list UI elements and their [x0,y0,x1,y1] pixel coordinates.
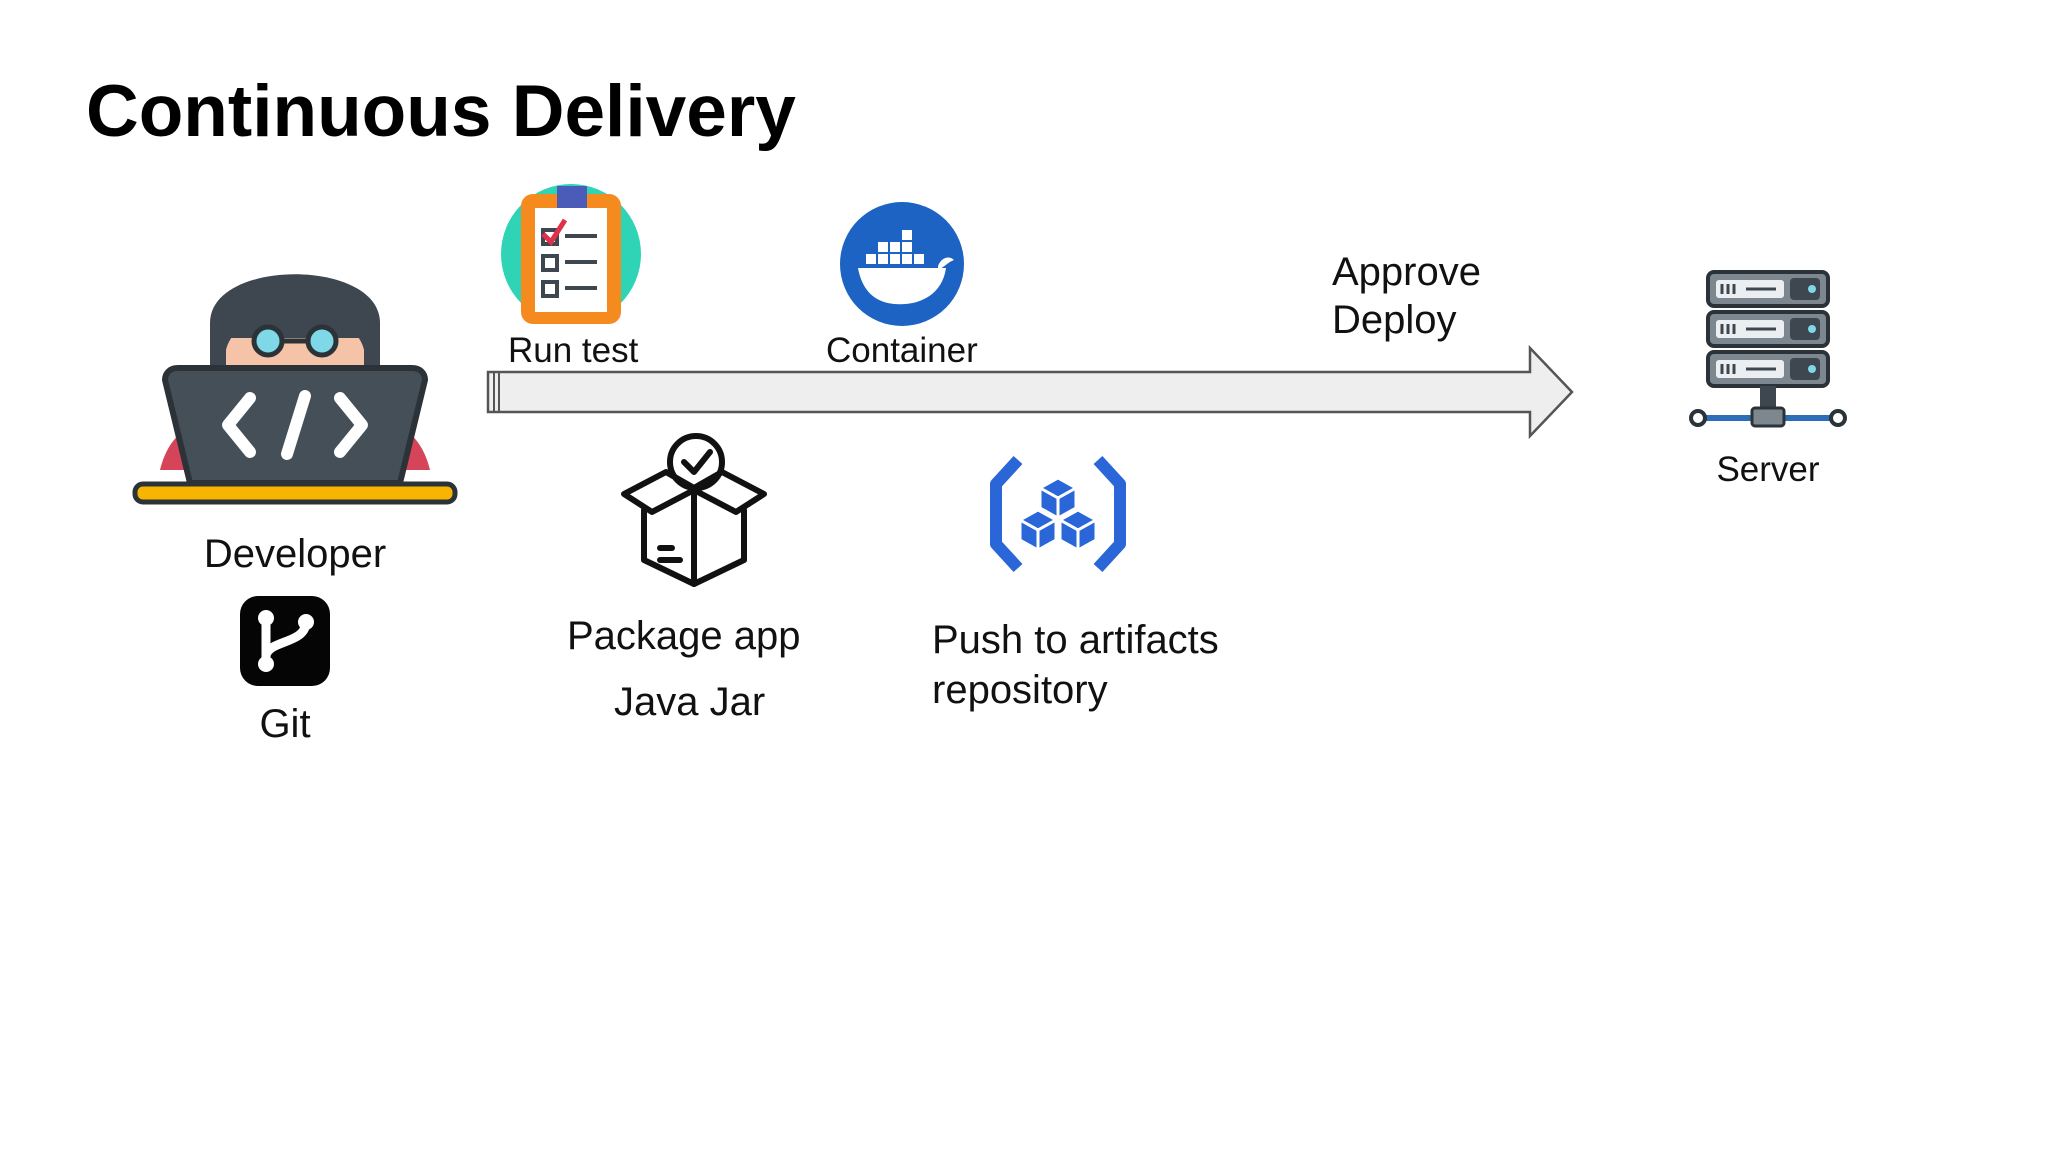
push-artifacts-label-line1: Push to artifacts [932,618,1219,662]
container-label: Container [826,331,978,370]
artifacts-repository-icon [988,454,1128,574]
pipeline-arrow [486,344,1576,440]
java-jar-label: Java Jar [614,680,766,724]
push-artifacts-label-line2: repository [932,668,1108,712]
slide-title: Continuous Delivery [86,71,796,152]
developer-label: Developer [203,532,387,576]
deploy-label: Deploy [1332,298,1457,342]
package-box-icon [614,430,774,590]
server-rack-icon [1688,268,1848,430]
docker-whale-icon [838,200,966,328]
package-app-label: Package app [567,614,801,658]
git-label: Git [259,702,311,746]
server-label: Server [1716,450,1820,489]
run-test-label: Run test [508,331,639,370]
approve-label: Approve [1332,250,1481,294]
clipboard-checklist-icon [499,180,643,325]
git-icon [238,594,332,688]
developer-icon [130,238,460,513]
